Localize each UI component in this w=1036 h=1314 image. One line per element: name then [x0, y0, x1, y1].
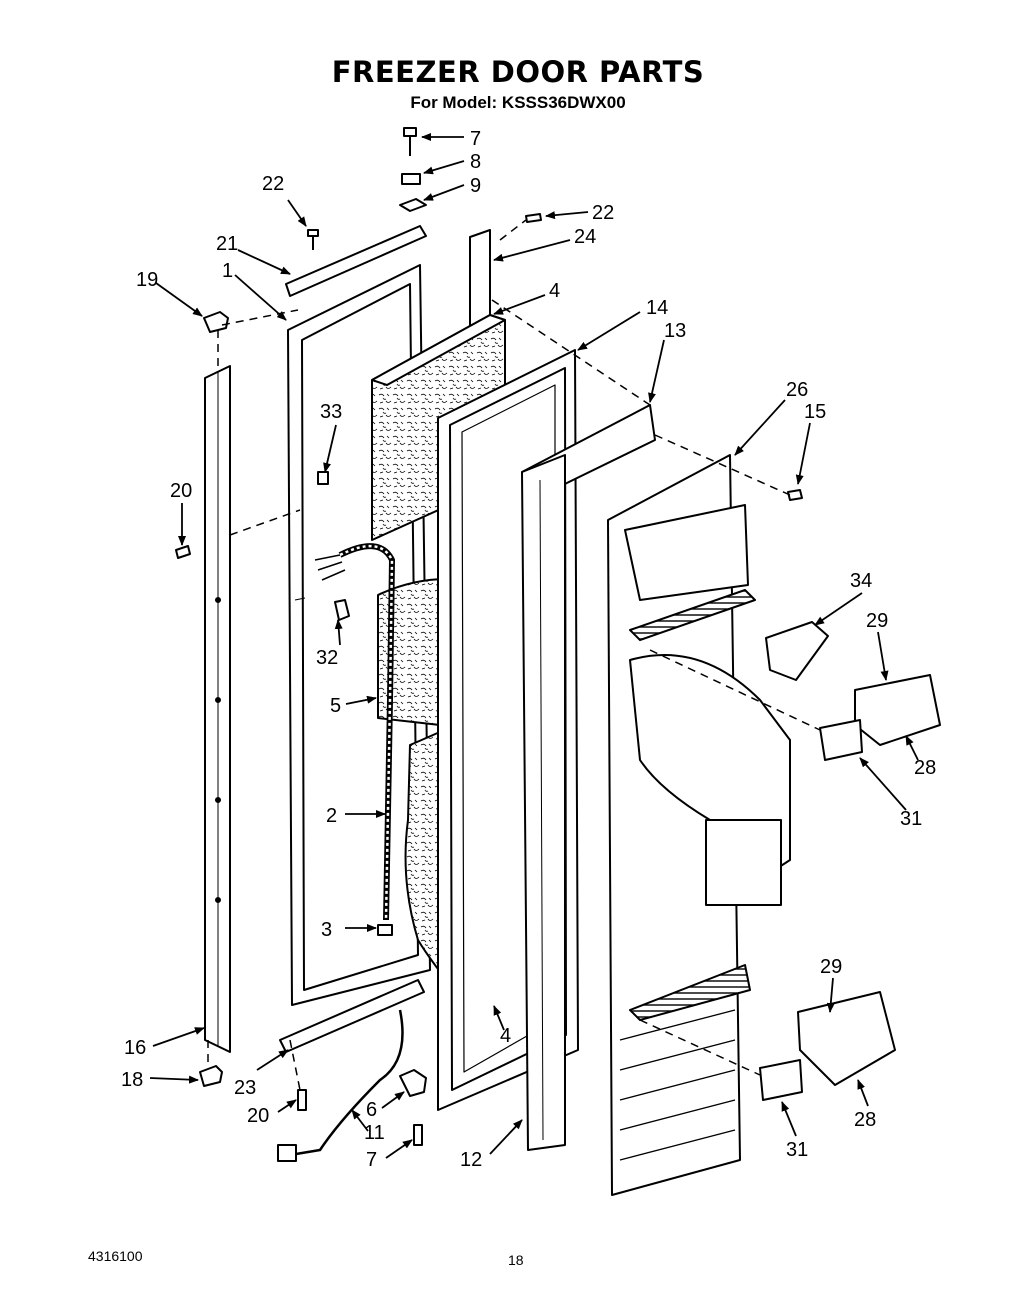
part-label-18: 18 [121, 1069, 143, 1091]
part-label-9: 9 [470, 175, 481, 197]
part-label-28-lower: 28 [854, 1109, 876, 1131]
dispenser-door-front [607, 454, 791, 1196]
part-label-4-lower: 4 [500, 1025, 511, 1047]
part-label-2: 2 [326, 805, 337, 827]
part-label-14: 14 [646, 297, 668, 319]
part-number-labels: 7 8 9 22 22 21 24 1 19 4 14 13 26 15 33 … [121, 128, 936, 1171]
page-title: FREEZER DOOR PARTS [331, 55, 705, 89]
lower-actuator [759, 1059, 803, 1101]
part-label-1: 1 [222, 260, 233, 282]
part-label-32: 32 [316, 647, 338, 669]
part-label-31-upper: 31 [900, 808, 922, 830]
part-label-20-upper: 20 [170, 480, 192, 502]
part-label-7-bottom: 7 [366, 1149, 377, 1171]
model-subtitle: For Model: KSSS36DWX00 [410, 93, 626, 112]
screw-22-left [307, 229, 319, 250]
part-label-29-upper: 29 [866, 610, 888, 632]
alignment-lines [207, 219, 821, 1091]
part-label-21: 21 [216, 233, 238, 255]
leader-arrows [149, 133, 919, 1159]
screw-22-right [525, 213, 542, 223]
hinge-pin [401, 173, 421, 185]
page-number: 18 [508, 1252, 524, 1268]
part-label-20-lower: 20 [247, 1105, 269, 1127]
part-label-23: 23 [234, 1077, 256, 1099]
screw-15 [787, 489, 803, 501]
part-label-6: 6 [366, 1099, 377, 1121]
part-label-8: 8 [470, 151, 481, 173]
part-label-31-lower: 31 [786, 1139, 808, 1161]
screw-top [403, 127, 417, 156]
screw-20-lower [297, 1089, 307, 1111]
part-label-33: 33 [320, 401, 342, 423]
part-label-4-upper: 4 [549, 280, 560, 302]
part-label-26: 26 [786, 379, 808, 401]
part-label-3: 3 [321, 919, 332, 941]
top-hinge-bracket [285, 225, 427, 297]
part-label-7-top: 7 [470, 128, 481, 150]
part-label-5: 5 [330, 695, 341, 717]
part-label-11: 11 [364, 1122, 385, 1144]
cord-plug [277, 1144, 297, 1162]
power-cord [289, 1009, 404, 1157]
top-clip [203, 311, 229, 333]
part-label-34: 34 [850, 570, 872, 592]
door-side-strip [204, 365, 231, 1053]
part-label-28-upper: 28 [914, 757, 936, 779]
part-label-29-lower: 29 [820, 956, 842, 978]
hinge-washer [399, 198, 427, 212]
part-label-12: 12 [460, 1149, 482, 1171]
screw-20-upper [175, 545, 191, 559]
bottom-hinge-part [399, 1069, 427, 1097]
part-label-24: 24 [574, 226, 596, 248]
connector-3 [377, 924, 393, 936]
part-label-16: 16 [124, 1037, 146, 1059]
part-label-15: 15 [804, 401, 826, 423]
wiring-harness [314, 543, 395, 921]
part-label-22-left: 22 [262, 173, 284, 195]
screw-7-lower [413, 1124, 423, 1146]
part-label-19: 19 [136, 269, 158, 291]
lower-paddle-assembly [797, 991, 896, 1086]
part-label-13: 13 [664, 320, 686, 342]
dispenser-tray [765, 621, 829, 681]
part-label-22-right: 22 [592, 202, 614, 224]
document-number: 4316100 [88, 1248, 143, 1264]
fastener-32 [334, 599, 350, 621]
inner-door-panel [521, 404, 656, 1151]
upper-paddle-assembly [854, 674, 941, 746]
bottom-hinge-bracket [279, 979, 425, 1053]
upper-actuator [819, 719, 863, 761]
bottom-clip [199, 1065, 223, 1087]
